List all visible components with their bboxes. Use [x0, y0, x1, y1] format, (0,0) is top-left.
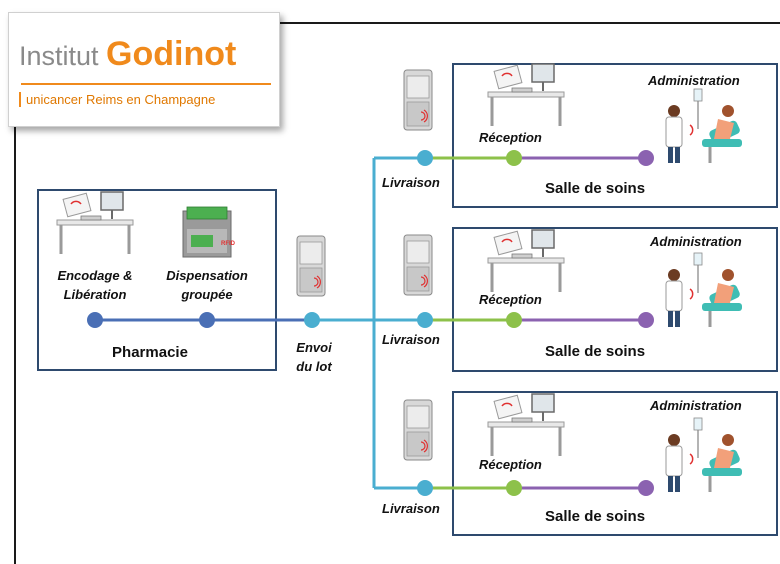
salle-de-soins-box-2	[452, 227, 778, 372]
node-reception-1	[506, 150, 522, 166]
livraison-label-2: Livraison	[382, 332, 440, 347]
dispenser-icon	[182, 206, 237, 258]
cabinet-icon-2	[403, 234, 433, 296]
logo-name-part2: Godinot	[106, 35, 237, 73]
salle-de-soins-box-1	[452, 63, 778, 208]
reception-label-3: Réception	[479, 457, 542, 472]
envoi-line2: du lot	[296, 359, 332, 374]
node-administration-3	[638, 480, 654, 496]
salle-de-soins-title-3: Salle de soins	[545, 508, 646, 525]
node-administration-2	[638, 312, 654, 328]
encodage-line2: Libération	[63, 287, 127, 302]
reception-desk-icon-2	[486, 228, 566, 294]
reception-label-1: Réception	[479, 130, 542, 145]
patient-chair-icon-2	[664, 251, 744, 329]
encodage-label: Encodage & Libération	[43, 266, 147, 304]
logo-title: Institut Godinot	[19, 35, 236, 74]
cabinet-icon-3	[403, 399, 433, 461]
salle-de-soins-title-2: Salle de soins	[545, 343, 646, 360]
logo-divider	[21, 83, 271, 85]
dispensation-label: Dispensation groupée	[155, 266, 259, 304]
salle-de-soins-title-1: Salle de soins	[545, 180, 646, 197]
salle-de-soins-box-3	[452, 391, 778, 536]
livraison-label-1: Livraison	[382, 175, 440, 190]
node-reception-3	[506, 480, 522, 496]
reception-desk-icon-1	[486, 62, 566, 128]
node-livraison-3	[417, 480, 433, 496]
node-reception-2	[506, 312, 522, 328]
node-dispensation	[199, 312, 215, 328]
encodage-line1: Encodage &	[57, 268, 133, 283]
patient-chair-icon-1	[664, 87, 744, 165]
reception-desk-icon-3	[486, 392, 566, 458]
transport-cabinet-icon	[296, 235, 326, 297]
administration-label-2: Administration	[650, 234, 742, 249]
administration-label-3: Administration	[650, 398, 742, 413]
pharmacie-title: Pharmacie	[112, 344, 188, 361]
node-livraison-2	[417, 312, 433, 328]
reception-label-2: Réception	[479, 292, 542, 307]
institut-godinot-logo: Institut Godinot unicancer Reims en Cham…	[8, 12, 280, 127]
node-envoi	[304, 312, 320, 328]
logo-tagline: unicancer Reims en Champagne	[19, 92, 215, 107]
node-livraison-1	[417, 150, 433, 166]
administration-label-1: Administration	[648, 73, 740, 88]
logo-name-part1: Institut	[19, 41, 107, 71]
node-administration-1	[638, 150, 654, 166]
envoi-label: Envoi du lot	[284, 338, 344, 376]
pharmacie-box	[37, 189, 277, 371]
dispensation-line1: Dispensation	[166, 268, 248, 283]
cabinet-icon-1	[403, 69, 433, 131]
dispensation-line2: groupée	[181, 287, 233, 302]
livraison-label-3: Livraison	[382, 501, 440, 516]
pharmacy-desk-icon	[55, 190, 135, 256]
envoi-line1: Envoi	[296, 340, 332, 355]
patient-chair-icon-3	[664, 416, 744, 494]
diagram-frame	[14, 22, 780, 564]
node-encodage	[87, 312, 103, 328]
